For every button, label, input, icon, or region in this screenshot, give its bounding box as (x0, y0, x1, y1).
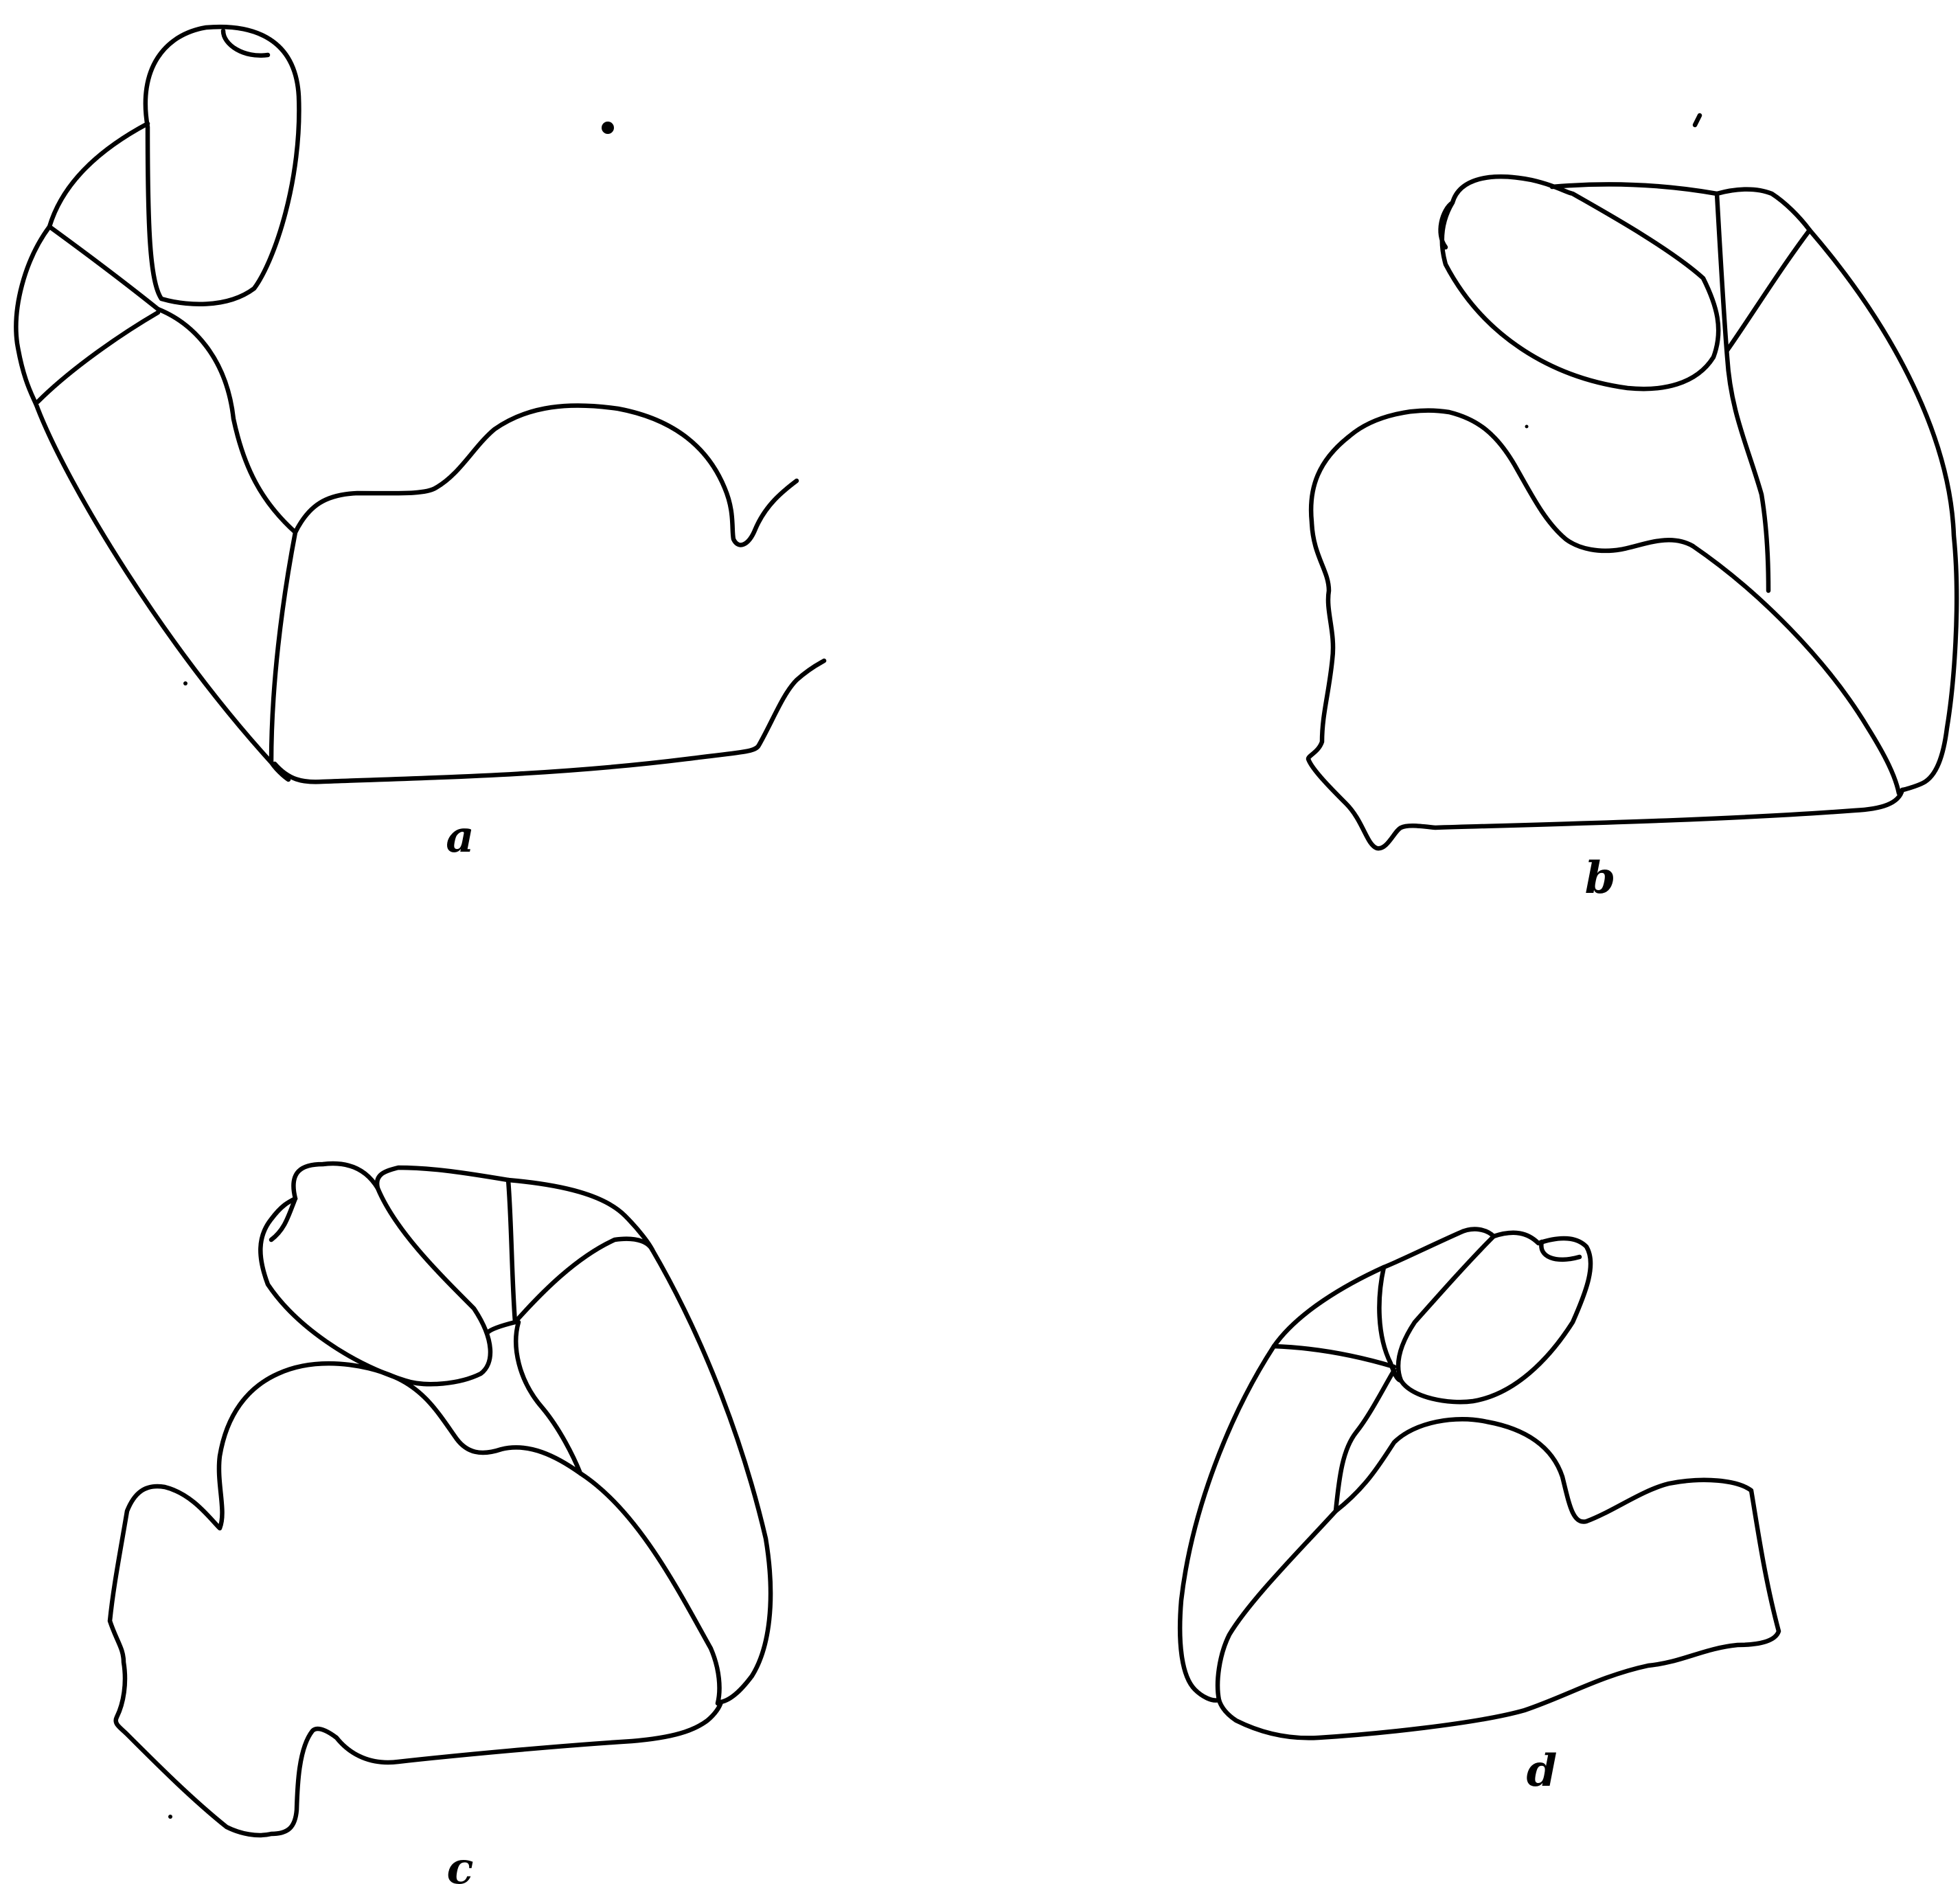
figure-b-tick (1695, 115, 1700, 125)
figure-b-body (1308, 411, 1902, 849)
figure-a-left-column (16, 124, 288, 780)
figure-d-label: d (1527, 1745, 1558, 1797)
figure-c-label: c (447, 1843, 474, 1884)
figure-a-base (275, 661, 824, 782)
figure-c-divider-b (516, 1322, 580, 1473)
figure-d-divider-b (1336, 1370, 1394, 1511)
figure-c-outer-arc (652, 1250, 771, 1702)
figure-d-body (1219, 1419, 1779, 1738)
figure-c-inner-arc (580, 1473, 720, 1703)
figure-c-speck (168, 1815, 172, 1819)
figure-d-upper-ridge (1274, 1267, 1384, 1346)
figure-b-inner-arc (1693, 546, 1899, 793)
figure-c-divider-a (515, 1239, 652, 1322)
figure-a-dot (602, 122, 614, 134)
figure-b-label: b (1585, 852, 1616, 904)
figure-b-speck (1525, 425, 1529, 429)
figure-b-drawing (1308, 115, 1957, 848)
figure-b-outer-arc (1810, 230, 1957, 790)
figure-c-body (110, 1363, 721, 1835)
figure-b-divider-vertical (1717, 194, 1768, 591)
figure-c-drawing (110, 1164, 771, 1835)
figure-d-inner-arc (1218, 1511, 1336, 1700)
figure-a-top-lobe (146, 27, 299, 304)
figure-b-divider-diagonal (1727, 230, 1810, 350)
figure-a-drawing (16, 27, 824, 782)
figure-d-outer-arc (1180, 1346, 1274, 1701)
figure-d-drawing (1180, 1229, 1779, 1738)
figure-a-segment-line-2 (38, 313, 158, 402)
figure-c-mid-lobe (377, 1168, 515, 1332)
figure-a-segment-line-1 (49, 227, 158, 309)
figure-a-label: a (446, 811, 474, 863)
figure-a-speck (183, 681, 187, 685)
figure-d-oval-cap (1541, 1242, 1580, 1260)
figure-b-top-ridge (1552, 184, 1810, 230)
figure-a-inner-divider (158, 309, 295, 762)
figure-d-divider-a (1274, 1346, 1394, 1367)
figure-b-top-lobe (1442, 177, 1718, 389)
figure-a-body (295, 405, 797, 545)
